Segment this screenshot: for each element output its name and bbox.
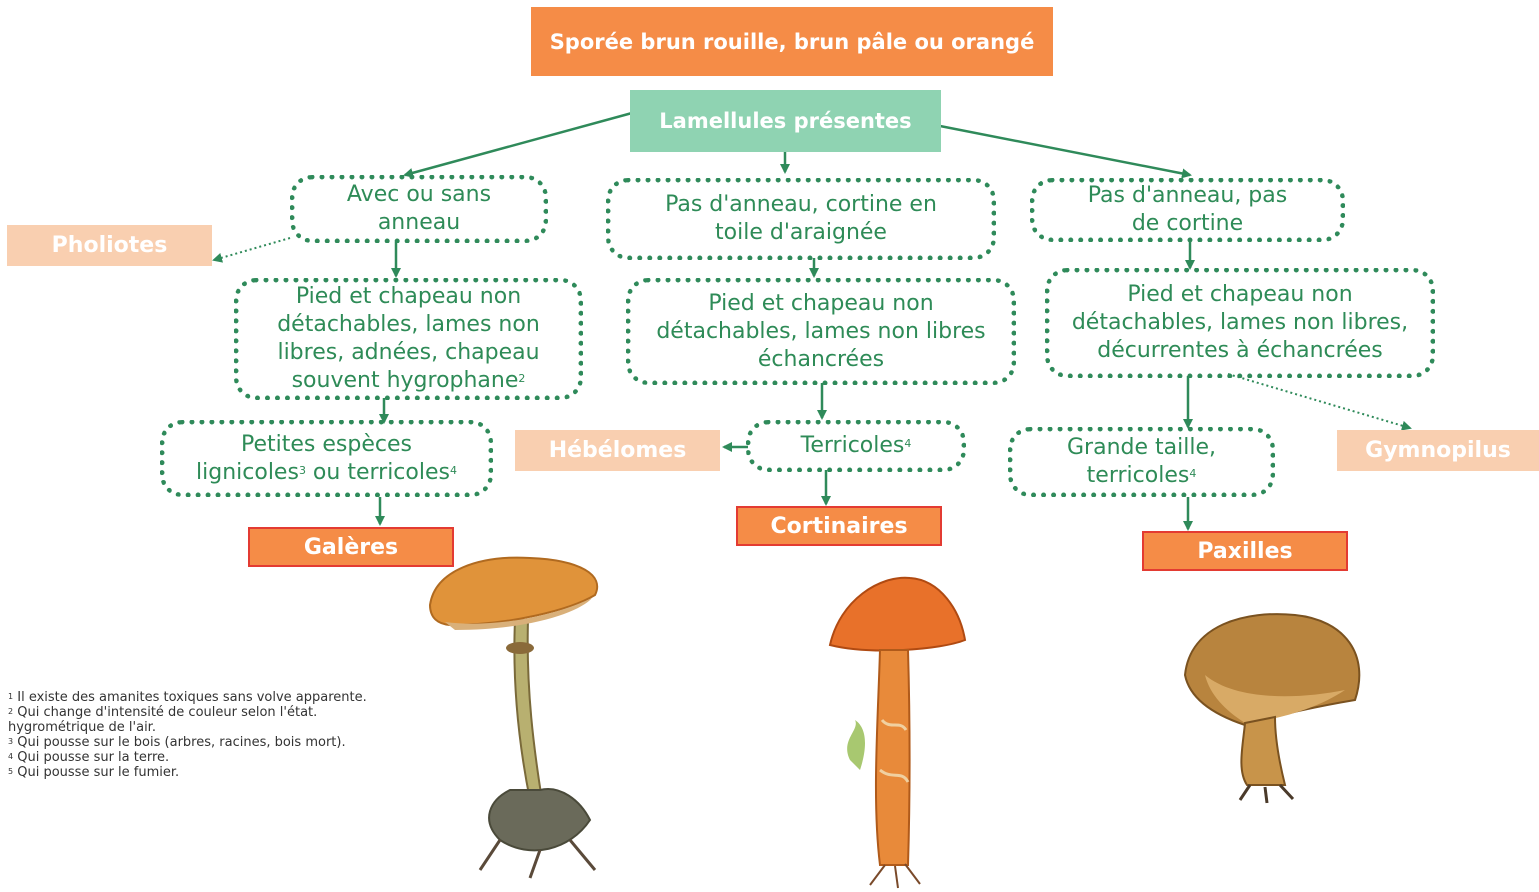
title-box: Sporée brun rouille, brun pâle ou orangé bbox=[531, 7, 1053, 76]
cortinaire-mushroom-illustration bbox=[828, 576, 967, 889]
left-question-1: Avec ou sans anneau bbox=[290, 175, 548, 243]
middle-question-2-text: Pied et chapeau non détachables, lames n… bbox=[656, 290, 986, 372]
result-galeres: Galères bbox=[248, 527, 454, 567]
footnotes: 1 Il existe des amanites toxiques sans v… bbox=[8, 690, 468, 780]
left-question-2: Pied et chapeau non détachables, lames n… bbox=[234, 278, 583, 400]
dotted-right-side bbox=[1227, 373, 1412, 431]
footnote-2-cont: hygrométrique de l'air. bbox=[8, 720, 156, 735]
middle-question-3: Terricoles4 bbox=[746, 420, 966, 472]
footnote-5: 5 Qui pousse sur le fumier. bbox=[8, 765, 180, 780]
right-question-3: Grande taille, terricoles4 bbox=[1008, 427, 1275, 497]
side-result-gymnopilus: Gymnopilus bbox=[1337, 430, 1539, 471]
footnote-1: 1 Il existe des amanites toxiques sans v… bbox=[8, 690, 367, 705]
footnote-4: 4 Qui pousse sur la terre. bbox=[8, 750, 170, 765]
right-question-3-text: Grande taille, terricoles4 bbox=[1067, 435, 1216, 488]
arrow-root-left bbox=[403, 111, 633, 178]
left-question-3-text: Petites espèces lignicoles3 ou terricole… bbox=[196, 431, 457, 485]
left-question-1-text: Avec ou sans anneau bbox=[346, 182, 492, 235]
result-cortinaires: Cortinaires bbox=[736, 506, 942, 546]
right-question-1-text: Pas d'anneau, pas de cortine bbox=[1087, 183, 1288, 236]
side-result-pholiotes: Pholiotes bbox=[7, 225, 212, 266]
galere-mushroom-illustration bbox=[428, 556, 599, 879]
paxille-mushroom-illustration bbox=[1183, 613, 1361, 804]
middle-question-1-text: Pas d'anneau, cortine en toile d'araigné… bbox=[665, 192, 937, 245]
footnote-2: 2 Qui change d'intensité de couleur selo… bbox=[8, 705, 318, 720]
result-paxilles: Paxilles bbox=[1142, 531, 1348, 571]
arrow-root-right bbox=[939, 124, 1192, 179]
footnote-3: 3 Qui pousse sur le bois (arbres, racine… bbox=[8, 735, 346, 750]
left-question-2-text: Pied et chapeau non détachables, lames n… bbox=[277, 284, 540, 393]
side-result-hebelomes: Hébélomes bbox=[515, 430, 720, 471]
right-question-1: Pas d'anneau, pas de cortine bbox=[1030, 178, 1345, 242]
dotted-left-side bbox=[212, 237, 291, 263]
left-question-3: Petites espèces lignicoles3 ou terricole… bbox=[160, 420, 493, 497]
right-question-2-text: Pied et chapeau non détachables, lames n… bbox=[1071, 282, 1409, 363]
middle-question-3-text: Terricoles4 bbox=[800, 433, 912, 458]
middle-question-1: Pas d'anneau, cortine en toile d'araigné… bbox=[606, 178, 996, 260]
right-question-2: Pied et chapeau non détachables, lames n… bbox=[1045, 268, 1435, 378]
root-box: Lamellules présentes bbox=[630, 90, 941, 152]
middle-question-2: Pied et chapeau non détachables, lames n… bbox=[626, 278, 1016, 385]
